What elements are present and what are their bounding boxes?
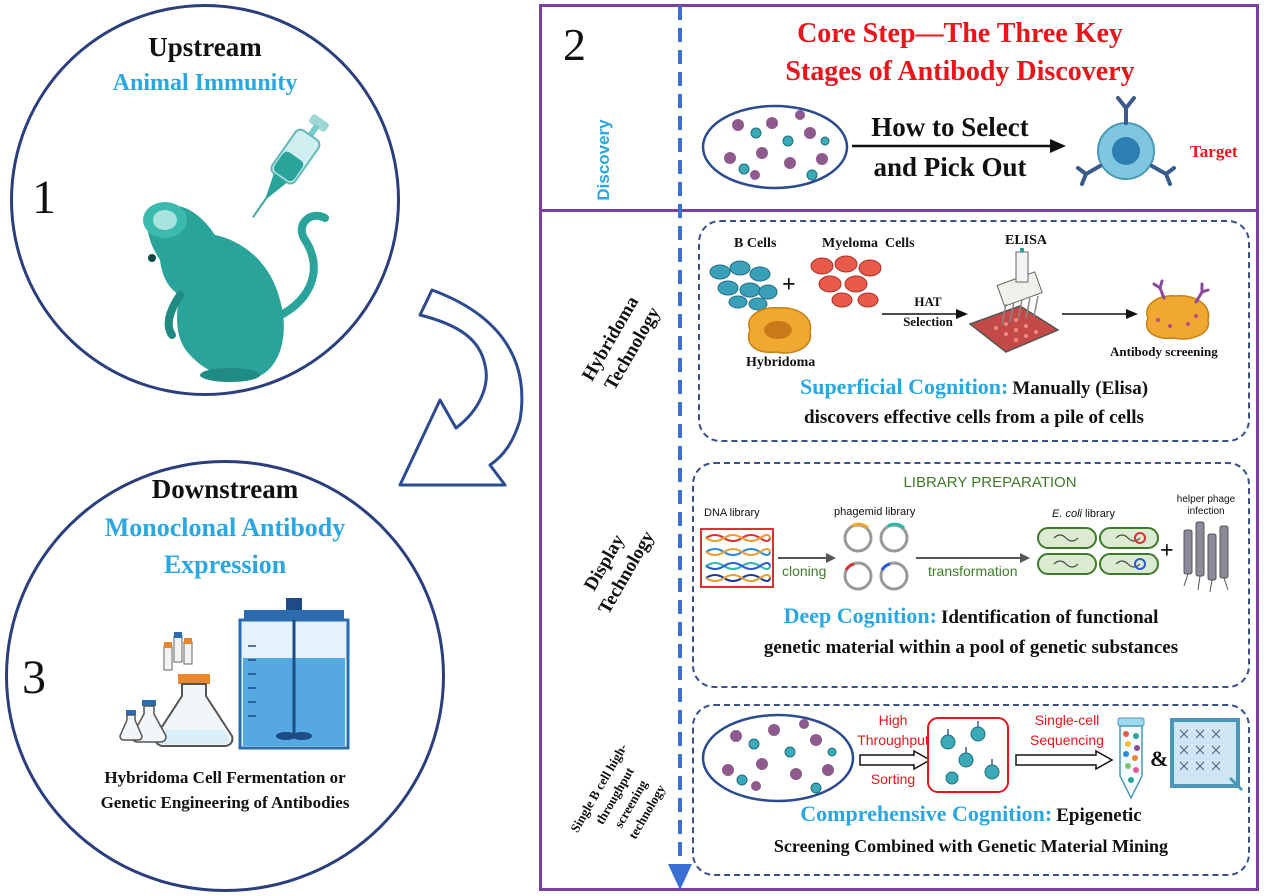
helper-phage-line1: helper phage	[1176, 494, 1236, 505]
singlecell-cognition-line1: Comprehensive Cognition: Epigenetic	[694, 801, 1248, 827]
elisa-plate-icon	[968, 248, 1060, 353]
mouse-icon	[143, 202, 329, 382]
antibody-screening-label: Antibody screening	[1110, 344, 1218, 359]
plus-sign: +	[782, 272, 796, 298]
myeloma-cells-label: Myeloma Cells	[822, 236, 915, 251]
transformation-label: transformation	[928, 563, 1018, 579]
sequencing-label-line2: Sequencing	[1030, 732, 1104, 748]
timeline-dashed-arrow	[668, 6, 692, 890]
hat-selection-arrow	[882, 309, 968, 319]
bioreactor-icon	[238, 598, 350, 750]
b-cells-icon	[709, 260, 778, 311]
elisa-label: ELISA	[1005, 233, 1048, 248]
hat-label-line2: Selection	[903, 314, 953, 329]
transformation-arrow	[916, 553, 1030, 563]
singlecell-cognition-text1: Epigenetic	[1056, 805, 1142, 826]
small-flask-icon	[119, 700, 167, 743]
sorted-cells-icon	[927, 717, 1009, 793]
phagemid-library-icon	[843, 522, 909, 591]
flask-icon	[154, 674, 234, 747]
hat-label-line1: HAT	[914, 294, 942, 309]
display-cognition-label: Deep Cognition:	[783, 603, 937, 628]
target-label: Target	[1190, 142, 1238, 161]
flow-arrow-upstream-to-downstream	[398, 288, 524, 487]
downstream-circle	[5, 460, 445, 892]
upstream-title: Upstream	[148, 32, 262, 62]
sequencing-arrow	[1015, 749, 1114, 771]
b-cells-label: B Cells	[734, 236, 777, 251]
phagemid-library-label: phagemid library	[834, 506, 916, 518]
singlecell-box	[692, 704, 1250, 876]
sample-tube-icon	[1117, 717, 1145, 800]
display-cognition-line2: genetic material within a pool of geneti…	[763, 637, 1179, 658]
discovery-title-line1: Core Step—The Three Key	[797, 18, 1123, 49]
screening-arrow	[1062, 309, 1138, 319]
ecoli-library-icon	[1037, 527, 1159, 575]
cell-pool-icon	[701, 104, 849, 190]
hybridoma-cell-icon	[747, 307, 812, 354]
display-cognition-text1: Identification of functional	[940, 607, 1159, 628]
cloning-arrow	[778, 553, 836, 563]
myeloma-cells-icon	[810, 255, 882, 308]
hybridoma-cognition-label: Superficial Cognition:	[799, 374, 1009, 399]
display-box	[692, 462, 1250, 688]
singlecell-pool-icon	[701, 713, 855, 803]
downstream-caption-line2: Genetic Engineering of Antibodies	[100, 793, 350, 812]
step-number-3: 3	[22, 651, 46, 704]
sorting-label-line3: Sorting	[870, 771, 916, 787]
cloning-label: cloning	[782, 563, 827, 579]
hybridoma-cognition-line2: discovers effective cells from a pile of…	[804, 407, 1144, 428]
downstream-caption-line1: Hybridoma Cell Fermentation or	[104, 768, 346, 787]
ampersand: &	[1150, 746, 1169, 771]
helper-phage-line2: infection	[1187, 506, 1225, 517]
antibody-screening-cell-icon	[1145, 279, 1210, 340]
singlecell-cognition-label: Comprehensive Cognition:	[800, 801, 1053, 826]
fermentation-equipment-illustration	[119, 598, 350, 750]
discovery-title-line2: Stages of Antibody Discovery	[785, 56, 1135, 87]
test-tubes-icon	[163, 632, 193, 671]
ecoli-italic: E. coli	[1052, 508, 1082, 520]
select-arrow-label-line2: and Pick Out	[873, 152, 1027, 182]
mouse-syringe-illustration	[143, 114, 329, 382]
sequencing-chip-icon	[1170, 718, 1244, 792]
display-cognition-line1: Deep Cognition: Identification of functi…	[694, 603, 1248, 629]
discovery-side-label: Discovery	[594, 119, 613, 201]
select-arrow	[852, 139, 1066, 153]
target-cell-icon	[1076, 96, 1176, 186]
hybridoma-cognition-text1: Manually (Elisa)	[1012, 378, 1149, 399]
library-preparation-label: LIBRARY PREPARATION	[903, 474, 1077, 491]
sequencing-label-line1: Single-cell	[1034, 712, 1100, 728]
helper-phage-icon	[1183, 521, 1229, 593]
singlecell-cognition-line2: Screening Combined with Genetic Material…	[773, 836, 1169, 856]
ecoli-rest: library	[1081, 508, 1115, 520]
step-number-2: 2	[563, 19, 586, 70]
downstream-subtitle-line1: Monoclonal Antibody	[104, 513, 346, 542]
downstream-title: Downstream	[151, 474, 299, 504]
hybridoma-label: Hybridoma	[746, 355, 816, 370]
dna-library-label: DNA library	[704, 507, 760, 519]
ecoli-library-label: E. coli library	[1052, 508, 1115, 520]
hybridoma-box	[698, 220, 1250, 442]
downstream-subtitle-line2: Expression	[163, 550, 287, 579]
step-number-1: 1	[32, 171, 56, 224]
sorting-label-line1: High	[878, 712, 908, 728]
upstream-subtitle: Animal Immunity	[112, 70, 298, 96]
syringe-icon	[252, 114, 329, 218]
select-arrow-label-line1: How to Select	[871, 112, 1029, 142]
methods-panel	[539, 209, 1259, 891]
dna-library-icon	[700, 528, 774, 588]
display-plus-sign: +	[1160, 538, 1174, 564]
sorting-arrow	[859, 749, 932, 771]
hybridoma-cognition-line1: Superficial Cognition: Manually (Elisa)	[700, 374, 1248, 400]
sorting-label-line2: Throughput	[857, 732, 929, 748]
